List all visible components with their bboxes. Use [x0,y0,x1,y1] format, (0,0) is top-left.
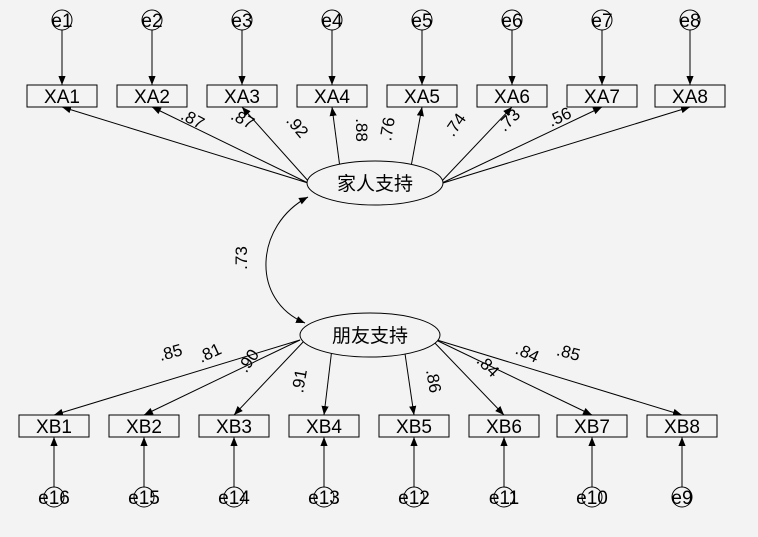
error-label: e14 [218,488,250,509]
error-label: e9 [671,488,692,509]
latent-family-support-label: 家人支持 [337,173,413,195]
indicator-label: XB5 [396,417,432,438]
indicator-box [26,84,98,108]
indicator-label: XB8 [664,417,700,438]
indicator-label: XA8 [672,87,708,108]
correlation-label: .73 [232,246,251,270]
indicator-label: XB6 [486,417,522,438]
indicator-label: XB4 [306,417,342,438]
error-label: e1 [51,11,72,32]
error-label: e4 [321,11,343,32]
loading-label: .90 [234,346,263,376]
indicator-box [116,84,188,108]
indicator-box [378,414,450,438]
loading-arrow [431,339,505,416]
indicator-box [646,414,718,438]
error-circle [581,486,603,508]
error-label: e12 [398,488,430,509]
loading-arrow [439,106,513,184]
error-label: e13 [308,488,340,509]
loading-label: .91 [288,368,311,395]
loading-arrow [436,339,683,416]
indicator-label: XB2 [126,417,162,438]
indicator-label: XB3 [216,417,252,438]
indicator-label: XA7 [584,87,620,108]
indicator-box [206,84,278,108]
error-circle [43,486,65,508]
error-circle [671,486,693,508]
latent-friend-support [299,312,441,358]
error-label: e3 [231,11,252,32]
loading-arrow [143,339,301,416]
loading-label: .85 [555,340,583,364]
latent-family-support [306,160,444,206]
error-circle [501,9,523,31]
indicator-box [18,414,90,438]
loading-arrow [241,106,311,184]
indicator-box [108,414,180,438]
error-label: e7 [591,11,612,32]
error-label: e16 [38,488,70,509]
error-circle [591,9,613,31]
error-label: e11 [489,488,519,509]
indicator-box [654,84,726,108]
error-label: e2 [141,11,162,32]
loading-label: .85 [157,340,185,364]
indicator-label: XB7 [574,417,610,438]
error-circle [403,486,425,508]
loading-label: .73 [494,105,524,135]
indicator-label: XA4 [314,87,350,108]
error-circle [321,9,343,31]
loading-arrow [435,339,593,416]
error-circle [141,9,163,31]
error-circle [223,486,245,508]
indicator-box [468,414,540,438]
error-label: e5 [411,11,432,32]
error-circle [493,486,515,508]
error-circle [411,9,433,31]
error-circle [679,9,701,31]
indicator-box [476,84,548,108]
error-circle [51,9,73,31]
loading-arrow [61,106,309,184]
indicator-label: XA1 [44,87,80,108]
loading-label: .76 [376,116,399,143]
error-circle [133,486,155,508]
loading-arrow [53,339,301,416]
loading-label: .74 [441,110,470,140]
indicator-label: XA2 [134,87,170,108]
indicator-box [198,414,270,438]
loading-label: .86 [422,368,445,395]
error-label: e6 [501,11,522,32]
loading-label: .87 [178,105,208,133]
indicator-box [296,84,368,108]
loading-arrow [233,339,306,416]
loading-label: .84 [513,339,542,366]
loading-arrow [151,106,309,184]
loading-label: .88 [352,118,371,142]
error-label: e8 [679,11,700,32]
indicator-label: XA5 [404,87,440,108]
correlation-arrow [265,196,309,324]
error-circle [231,9,253,31]
indicator-box [556,414,628,438]
error-label: e15 [128,488,160,509]
error-label: e10 [576,488,608,509]
loading-arrow [442,106,691,184]
indicator-box [566,84,638,108]
loading-label: .92 [282,111,312,141]
loading-arrow [441,106,603,184]
error-circle [313,486,335,508]
indicator-box [386,84,458,108]
indicator-box [288,414,360,438]
indicator-label: XA6 [494,87,530,108]
loading-label: .81 [195,339,224,366]
latent-friend-support-label: 朋友支持 [332,325,408,347]
indicator-label: XA3 [224,87,260,108]
indicator-label: XB1 [36,417,72,438]
